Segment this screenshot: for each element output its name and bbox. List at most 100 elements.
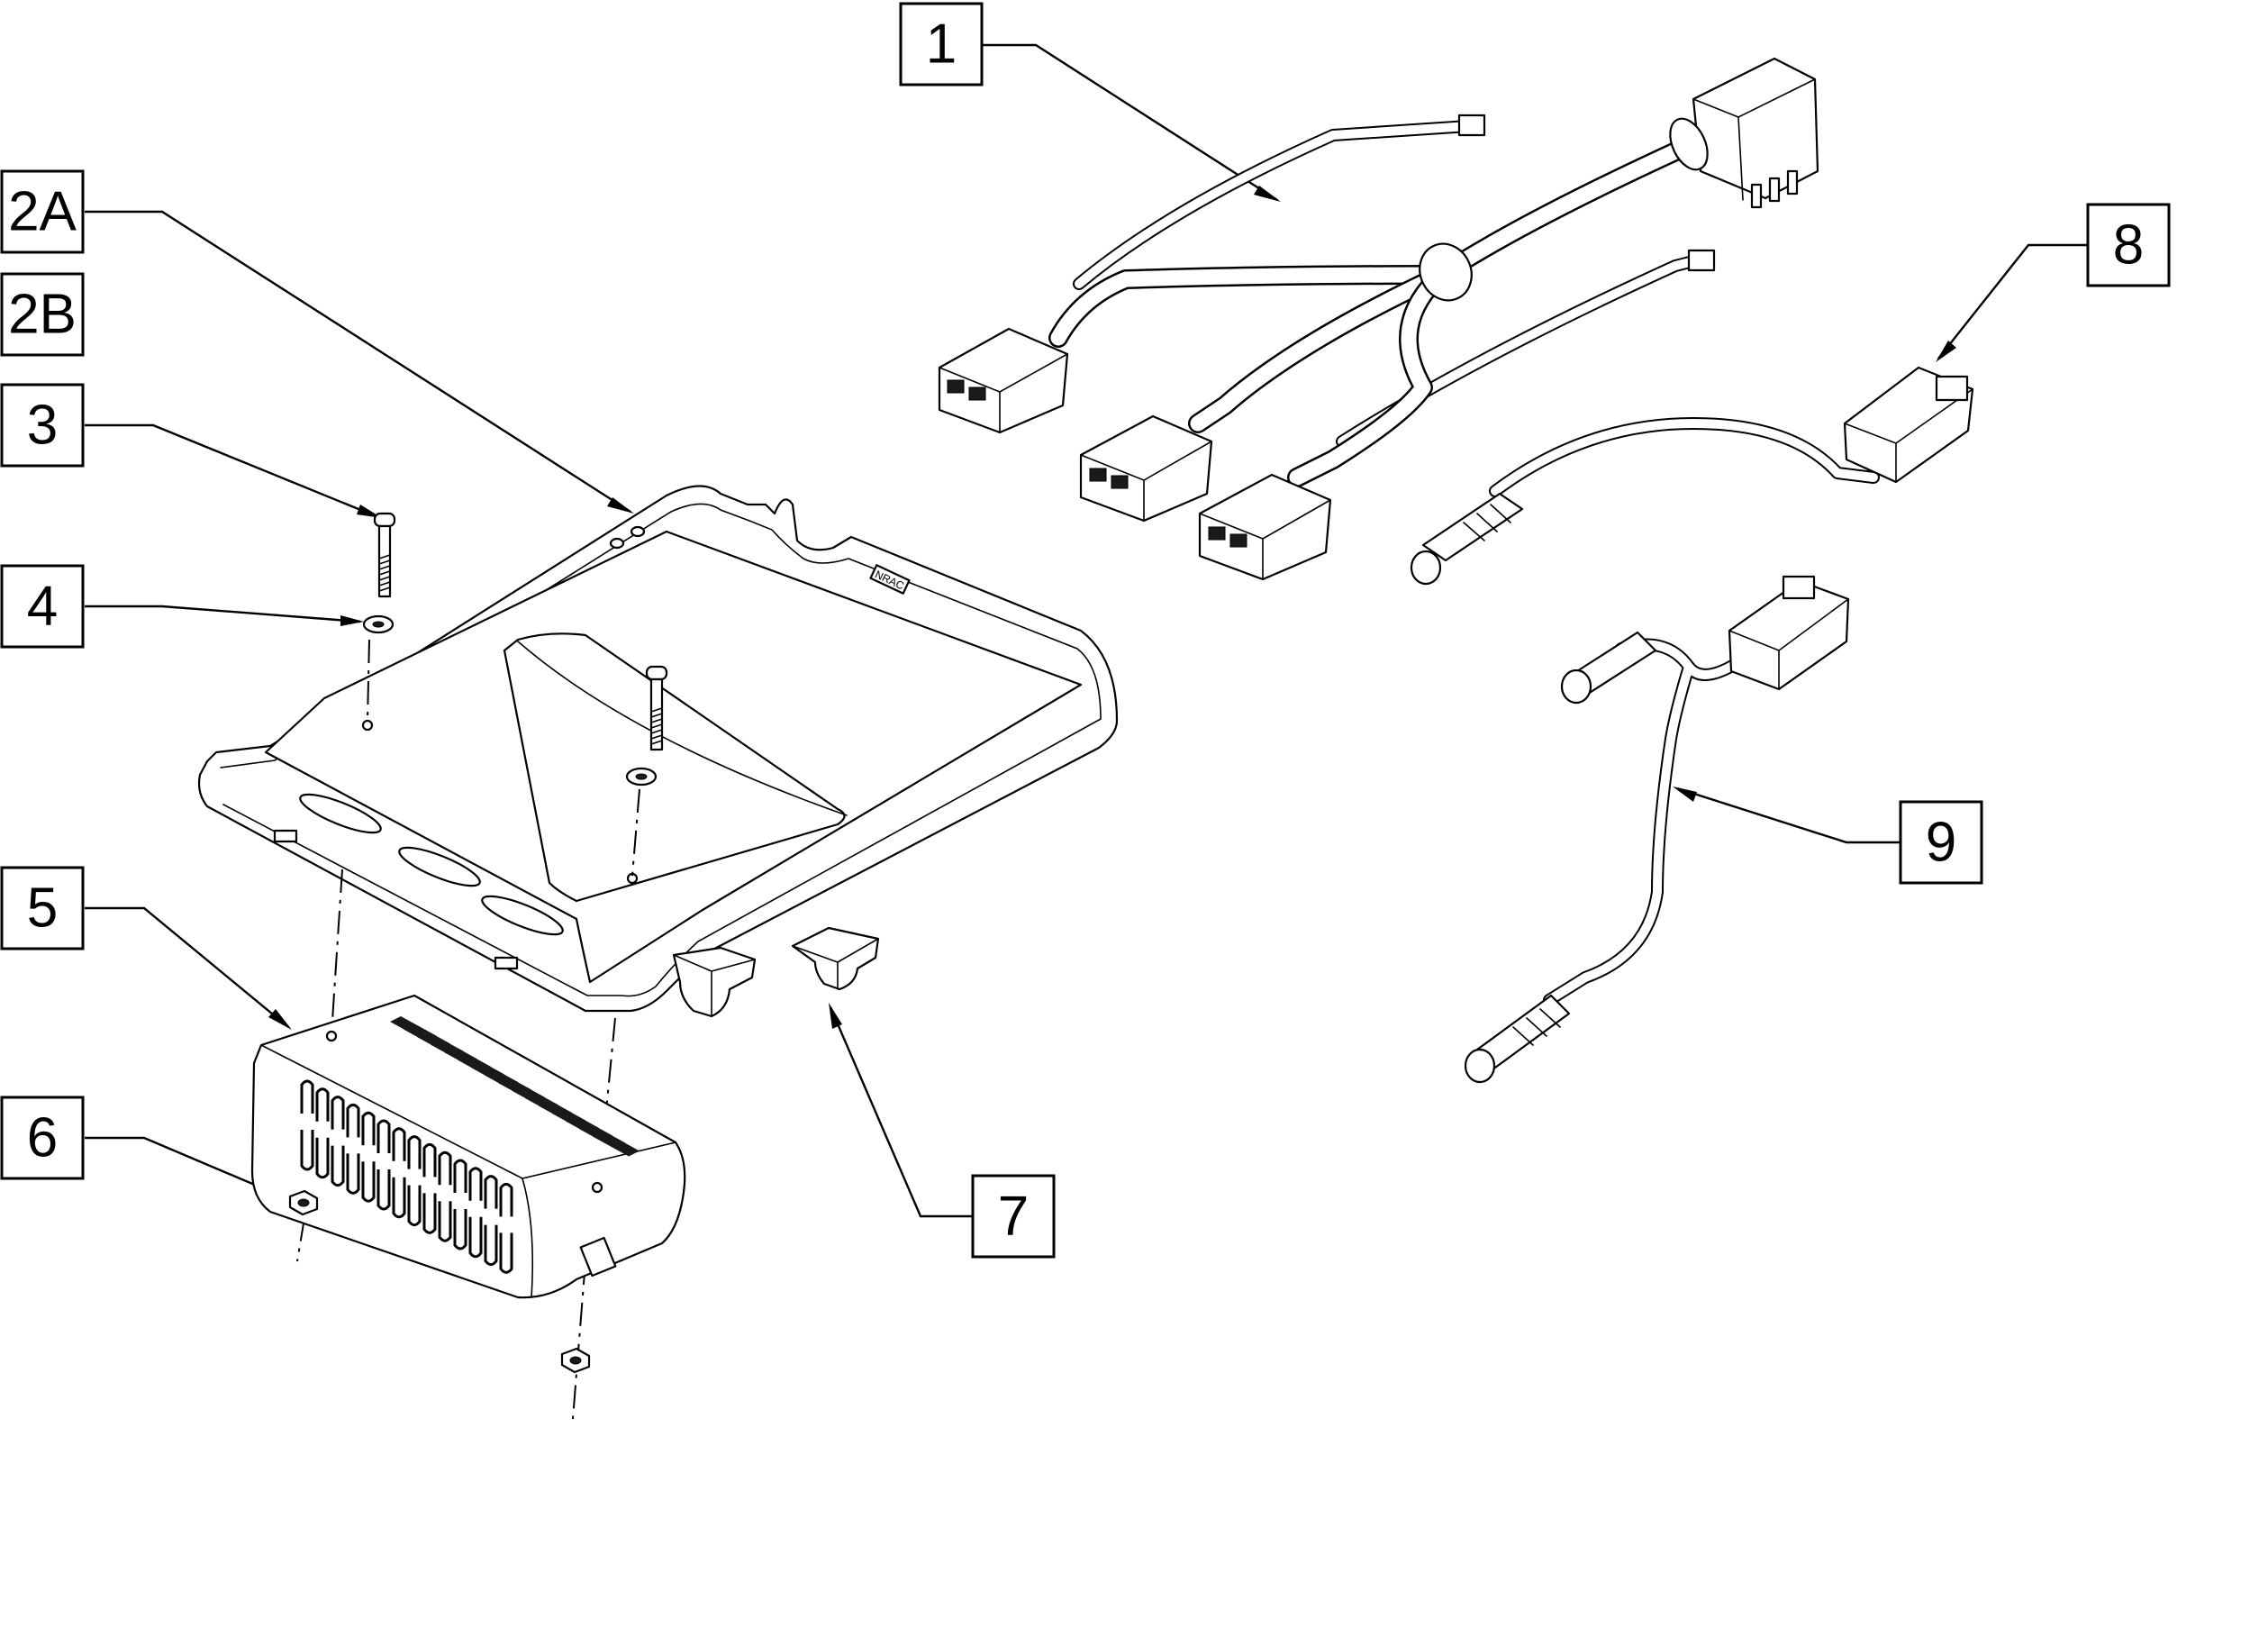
washer-right-hole: [635, 773, 648, 780]
top-vent-fin: [593, 1131, 640, 1157]
cable-9: [1464, 575, 1850, 1084]
front-vent-slot-lower: [422, 1193, 437, 1234]
clip-left-edge: [673, 954, 756, 1017]
harness-connector-a: [938, 327, 1069, 434]
front-vent-slot-lower: [300, 1130, 314, 1171]
callout-4: 4: [0, 564, 85, 649]
front-vent-slot-upper: [422, 1142, 437, 1178]
front-vent-slot-upper: [468, 1167, 483, 1201]
leader-7: [829, 1006, 973, 1218]
housing-front-vents: [300, 1079, 513, 1274]
housing-port: [579, 1236, 617, 1278]
front-vent-slot-lower: [499, 1232, 513, 1274]
front-vent-slot-lower: [315, 1137, 330, 1179]
power-connector-pin-3: [1786, 169, 1799, 196]
front-vent-slot-upper: [484, 1175, 498, 1209]
leader-9-arrowhead: [1673, 787, 1697, 802]
nut-left: [288, 1189, 319, 1216]
cable-9-round-connector-top: [1560, 631, 1657, 705]
callout-7-label: 7: [998, 1186, 1029, 1248]
leader-9: [1676, 787, 1901, 844]
axis-nut-left: [296, 1217, 305, 1262]
front-vent-slot-upper: [315, 1087, 330, 1122]
controller-housing: [250, 994, 686, 1299]
screw-left: [373, 512, 396, 598]
front-vent-slot-lower: [468, 1216, 483, 1259]
front-vent-slot-lower: [484, 1224, 498, 1267]
front-vent-slot-upper: [392, 1127, 406, 1161]
cable-8-round-connector: [1410, 492, 1524, 586]
leader-8: [1937, 243, 2088, 359]
nut-right: [560, 1347, 591, 1374]
leader-6: [85, 1136, 287, 1200]
front-vent-slot-upper: [361, 1111, 376, 1146]
front-vent-slot-lower: [453, 1209, 467, 1250]
leader-5: [85, 906, 289, 1028]
main-harness: [938, 57, 1819, 581]
front-vent-slot-lower: [346, 1153, 360, 1195]
callout-3-label: 3: [27, 395, 58, 457]
callout-6-label: 6: [27, 1107, 58, 1169]
washer-left: [362, 614, 395, 634]
leader-5-arrowhead: [268, 1009, 292, 1030]
callout-5: 5: [0, 866, 85, 950]
callout-3: 3: [0, 383, 85, 468]
plate-slot-2: [398, 846, 481, 887]
front-vent-slot-lower: [376, 1169, 391, 1211]
leader-1-arrowhead: [1254, 186, 1281, 202]
screw-right: [645, 665, 668, 751]
screw-right-head: [645, 665, 668, 681]
housing-hole-right: [591, 1181, 603, 1194]
harness-lead-top-plug: [1457, 114, 1486, 137]
leader-7-arrowhead: [829, 1003, 842, 1029]
plate-hole-a: [609, 537, 625, 550]
axis-screw-left: [367, 639, 370, 722]
power-connector-pin-2: [1768, 177, 1781, 203]
callout-2a-label: 2A: [8, 181, 77, 243]
callout-2a: 2A: [0, 169, 85, 254]
front-vent-slot-upper: [407, 1135, 422, 1169]
front-vent-slot-lower: [407, 1185, 422, 1227]
harness-connector-c: [1198, 473, 1332, 581]
leader-4: [85, 605, 361, 623]
callout-5-label: 5: [27, 878, 58, 940]
front-vent-slot-upper: [453, 1159, 467, 1193]
screw-right-thread: [650, 707, 663, 745]
callout-8-label: 8: [2113, 214, 2144, 277]
housing-front-edge: [522, 1178, 534, 1298]
callout-7: 7: [971, 1174, 1056, 1259]
front-vent-slot-lower: [331, 1145, 345, 1187]
callout-9-label: 9: [1926, 812, 1956, 874]
cable-8: [1410, 366, 1974, 586]
clip-left-body: [672, 946, 757, 1018]
front-vent-slot-lower: [392, 1177, 406, 1219]
plate-logo-box: [869, 564, 911, 595]
nut-left-hole: [297, 1198, 310, 1207]
housing-body: [250, 994, 686, 1299]
clip-left: [672, 946, 757, 1018]
callout-4-label: 4: [27, 576, 58, 638]
leader-2a: [85, 210, 631, 514]
leader-8-arrowhead: [1936, 341, 1956, 362]
housing-top-vents: [390, 1016, 640, 1157]
front-vent-slot-upper: [438, 1150, 452, 1186]
plate-foot-1: [273, 829, 298, 843]
leader-2a-arrowhead: [607, 497, 634, 514]
front-vent-slot-upper: [499, 1182, 513, 1217]
front-vent-slot-lower: [361, 1161, 376, 1203]
axis-screw-right: [631, 788, 640, 877]
axis-housing-left: [331, 869, 343, 1035]
harness-splice-sleeve: [1419, 242, 1473, 302]
plate-hole-c: [361, 719, 374, 732]
harness-thin-lead-top: [1073, 120, 1474, 290]
washer-left-hole: [372, 621, 385, 628]
housing-hole-left: [325, 1030, 338, 1042]
cable-8-clip: [1935, 375, 1969, 402]
axis-nut-right: [572, 1260, 586, 1420]
callout-6: 6: [0, 1096, 85, 1180]
callout-9: 9: [1899, 800, 1983, 885]
harness-power-connector: [1669, 57, 1819, 209]
power-connector-pin-1: [1750, 183, 1763, 209]
screw-left-head: [373, 512, 396, 528]
